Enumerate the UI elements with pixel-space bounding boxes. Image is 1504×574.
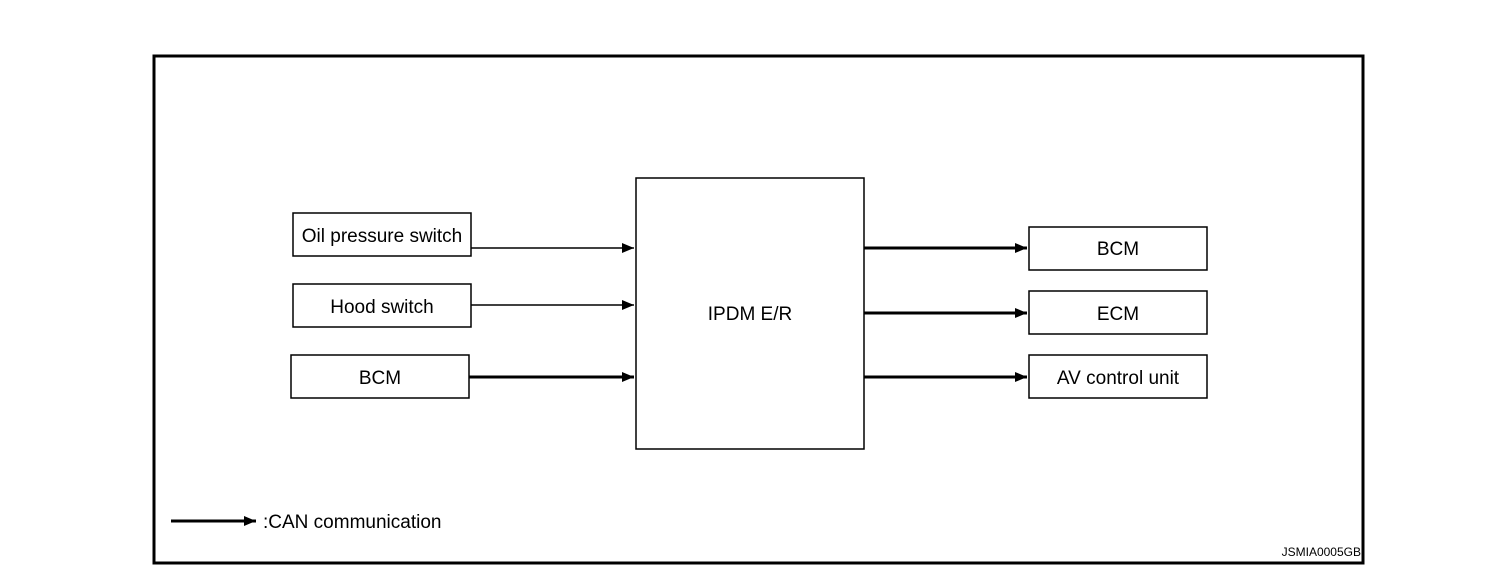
bcm-input-label: BCM	[359, 368, 401, 389]
legend-label: :CAN communication	[263, 512, 441, 533]
av-control-unit-label: AV control unit	[1057, 368, 1180, 389]
bcm-input-box	[290, 354, 470, 399]
input-block-bcm: BCM	[290, 354, 634, 399]
ipdm-er-block: IPDM E/R	[635, 177, 865, 450]
hood-switch-box	[292, 283, 472, 328]
input-block-hood-switch: Hood switch	[292, 283, 634, 328]
ipdm-er-label: IPDM E/R	[708, 304, 792, 325]
output-block-bcm: BCM	[864, 226, 1208, 271]
output-block-ecm: ECM	[864, 290, 1208, 335]
input-block-oil-pressure-switch: Oil pressure switch	[292, 212, 634, 257]
oil-pressure-switch-box	[292, 212, 472, 257]
av-control-unit-box	[1028, 354, 1208, 399]
diagram-frame	[152, 54, 1365, 565]
ecm-output-label: ECM	[1097, 304, 1139, 325]
ecm-output-box	[1028, 290, 1208, 335]
hood-switch-label: Hood switch	[330, 297, 434, 318]
ipdm-er-box	[635, 177, 865, 450]
bcm-output-label: BCM	[1097, 239, 1139, 260]
figure-id: JSMIA0005GB	[1282, 545, 1361, 559]
bcm-output-box	[1028, 226, 1208, 271]
legend: :CAN communication	[171, 512, 441, 533]
output-block-av-control-unit: AV control unit	[864, 354, 1208, 399]
oil-pressure-switch-label: Oil pressure switch	[302, 226, 463, 247]
